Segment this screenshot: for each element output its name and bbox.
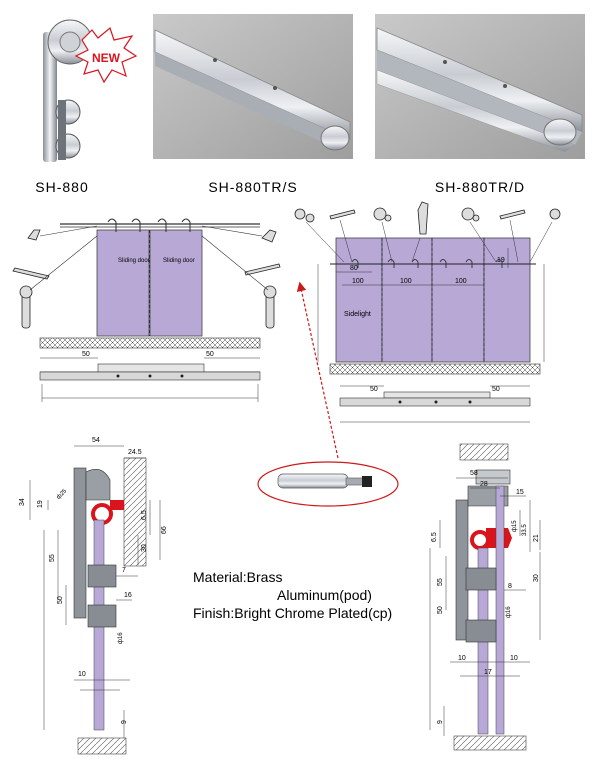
sidelight-label: Sidelight — [344, 311, 371, 318]
sh880trs-photo — [153, 14, 353, 159]
sl-dim-50-left: 50 — [370, 386, 378, 393]
rs-dim-10-right: 10 — [510, 655, 518, 662]
product-code-sh880trd: SH-880TR/D — [435, 179, 525, 195]
product-code-sh880: SH-880 — [35, 179, 88, 195]
left-section-drawing: 54 24.5 34 19 ф25 6.5 30 66 55 7 50 16 ф… — [19, 437, 168, 755]
ls-dim-9: 9 — [121, 720, 128, 724]
ls-dim-6-5: 6.5 — [141, 510, 148, 520]
sh880trd-photo — [375, 14, 585, 159]
right-sidelight-drawing: 80 100 100 100 19 Sidelight 50 50 — [294, 201, 561, 423]
dim-50-left: 50 — [82, 351, 90, 358]
ls-dim-66: 66 — [161, 526, 168, 534]
red-fitting-right — [470, 530, 490, 550]
pod-image — [277, 473, 349, 489]
rs-dim-21: 21 — [533, 534, 540, 542]
ls-dim-54: 54 — [92, 437, 100, 444]
ls-dim-10: 10 — [78, 671, 86, 678]
ls-dim-50: 50 — [57, 596, 64, 604]
ls-dim-phi25: ф25 — [56, 488, 69, 501]
sl-dim-100-c: 100 — [455, 278, 467, 285]
pod-callout — [257, 281, 399, 507]
rs-dim-phi15: ф15 — [512, 520, 518, 532]
ls-dim-19: 19 — [37, 500, 44, 508]
ls-dim-34: 34 — [19, 498, 26, 506]
material-alt: Aluminum(pod) — [277, 587, 372, 603]
rs-dim-33-5: 33.5 — [522, 524, 528, 536]
sl-dim-19: 19 — [497, 257, 505, 264]
rs-dim-30: 30 — [533, 574, 540, 582]
rs-dim-9: 9 — [437, 720, 444, 724]
sl-dim-80: 80 — [350, 265, 358, 272]
sliding-door-left — [96, 229, 150, 337]
ls-dim-24-5: 24.5 — [128, 449, 142, 456]
product-code-sh880trs: SH-880TR/S — [208, 179, 297, 195]
rs-dim-55: 55 — [437, 578, 444, 586]
rs-dim-50: 50 — [437, 606, 444, 614]
sliding-door-right — [149, 229, 203, 337]
right-section-drawing: 58 28 15 ф15 33.5 21 6.5 55 30 8 50 ф16 … — [429, 443, 541, 751]
door-label-left: Sliding door — [118, 258, 150, 264]
finish-label: Finish:Bright Chrome Plated(cp) — [193, 605, 392, 621]
rs-dim-15: 15 — [516, 489, 524, 496]
new-badge-text: NEW — [92, 51, 121, 65]
ls-dim-7: 7 — [122, 567, 126, 574]
rs-dim-58: 58 — [470, 470, 478, 477]
door-label-right: Sliding door — [163, 258, 195, 264]
rs-dim-8: 8 — [508, 583, 512, 590]
sl-dim-100-b: 100 — [400, 278, 412, 285]
sl-dim-100-a: 100 — [352, 278, 364, 285]
material-label: Material:Brass — [193, 569, 282, 585]
ls-dim-16: 16 — [124, 592, 132, 599]
specs-block: Material:Brass Aluminum(pod) Finish:Brig… — [193, 569, 392, 621]
ls-dim-phi16: ф16 — [118, 632, 124, 644]
ls-dim-30: 30 — [141, 544, 148, 552]
dim-50-right: 50 — [206, 351, 214, 358]
ls-dim-55: 55 — [49, 554, 56, 562]
center-sliding-door-drawing: Sliding door Sliding door 50 50 — [12, 218, 281, 402]
sl-dim-50-right: 50 — [492, 386, 500, 393]
rs-dim-10-left: 10 — [458, 655, 466, 662]
rs-dim-28: 28 — [480, 481, 488, 488]
rs-dim-17: 17 — [484, 669, 492, 676]
rs-dim-6-5: 6.5 — [431, 532, 438, 542]
rs-dim-phi16: ф16 — [506, 606, 512, 618]
new-badge: NEW — [74, 26, 138, 84]
